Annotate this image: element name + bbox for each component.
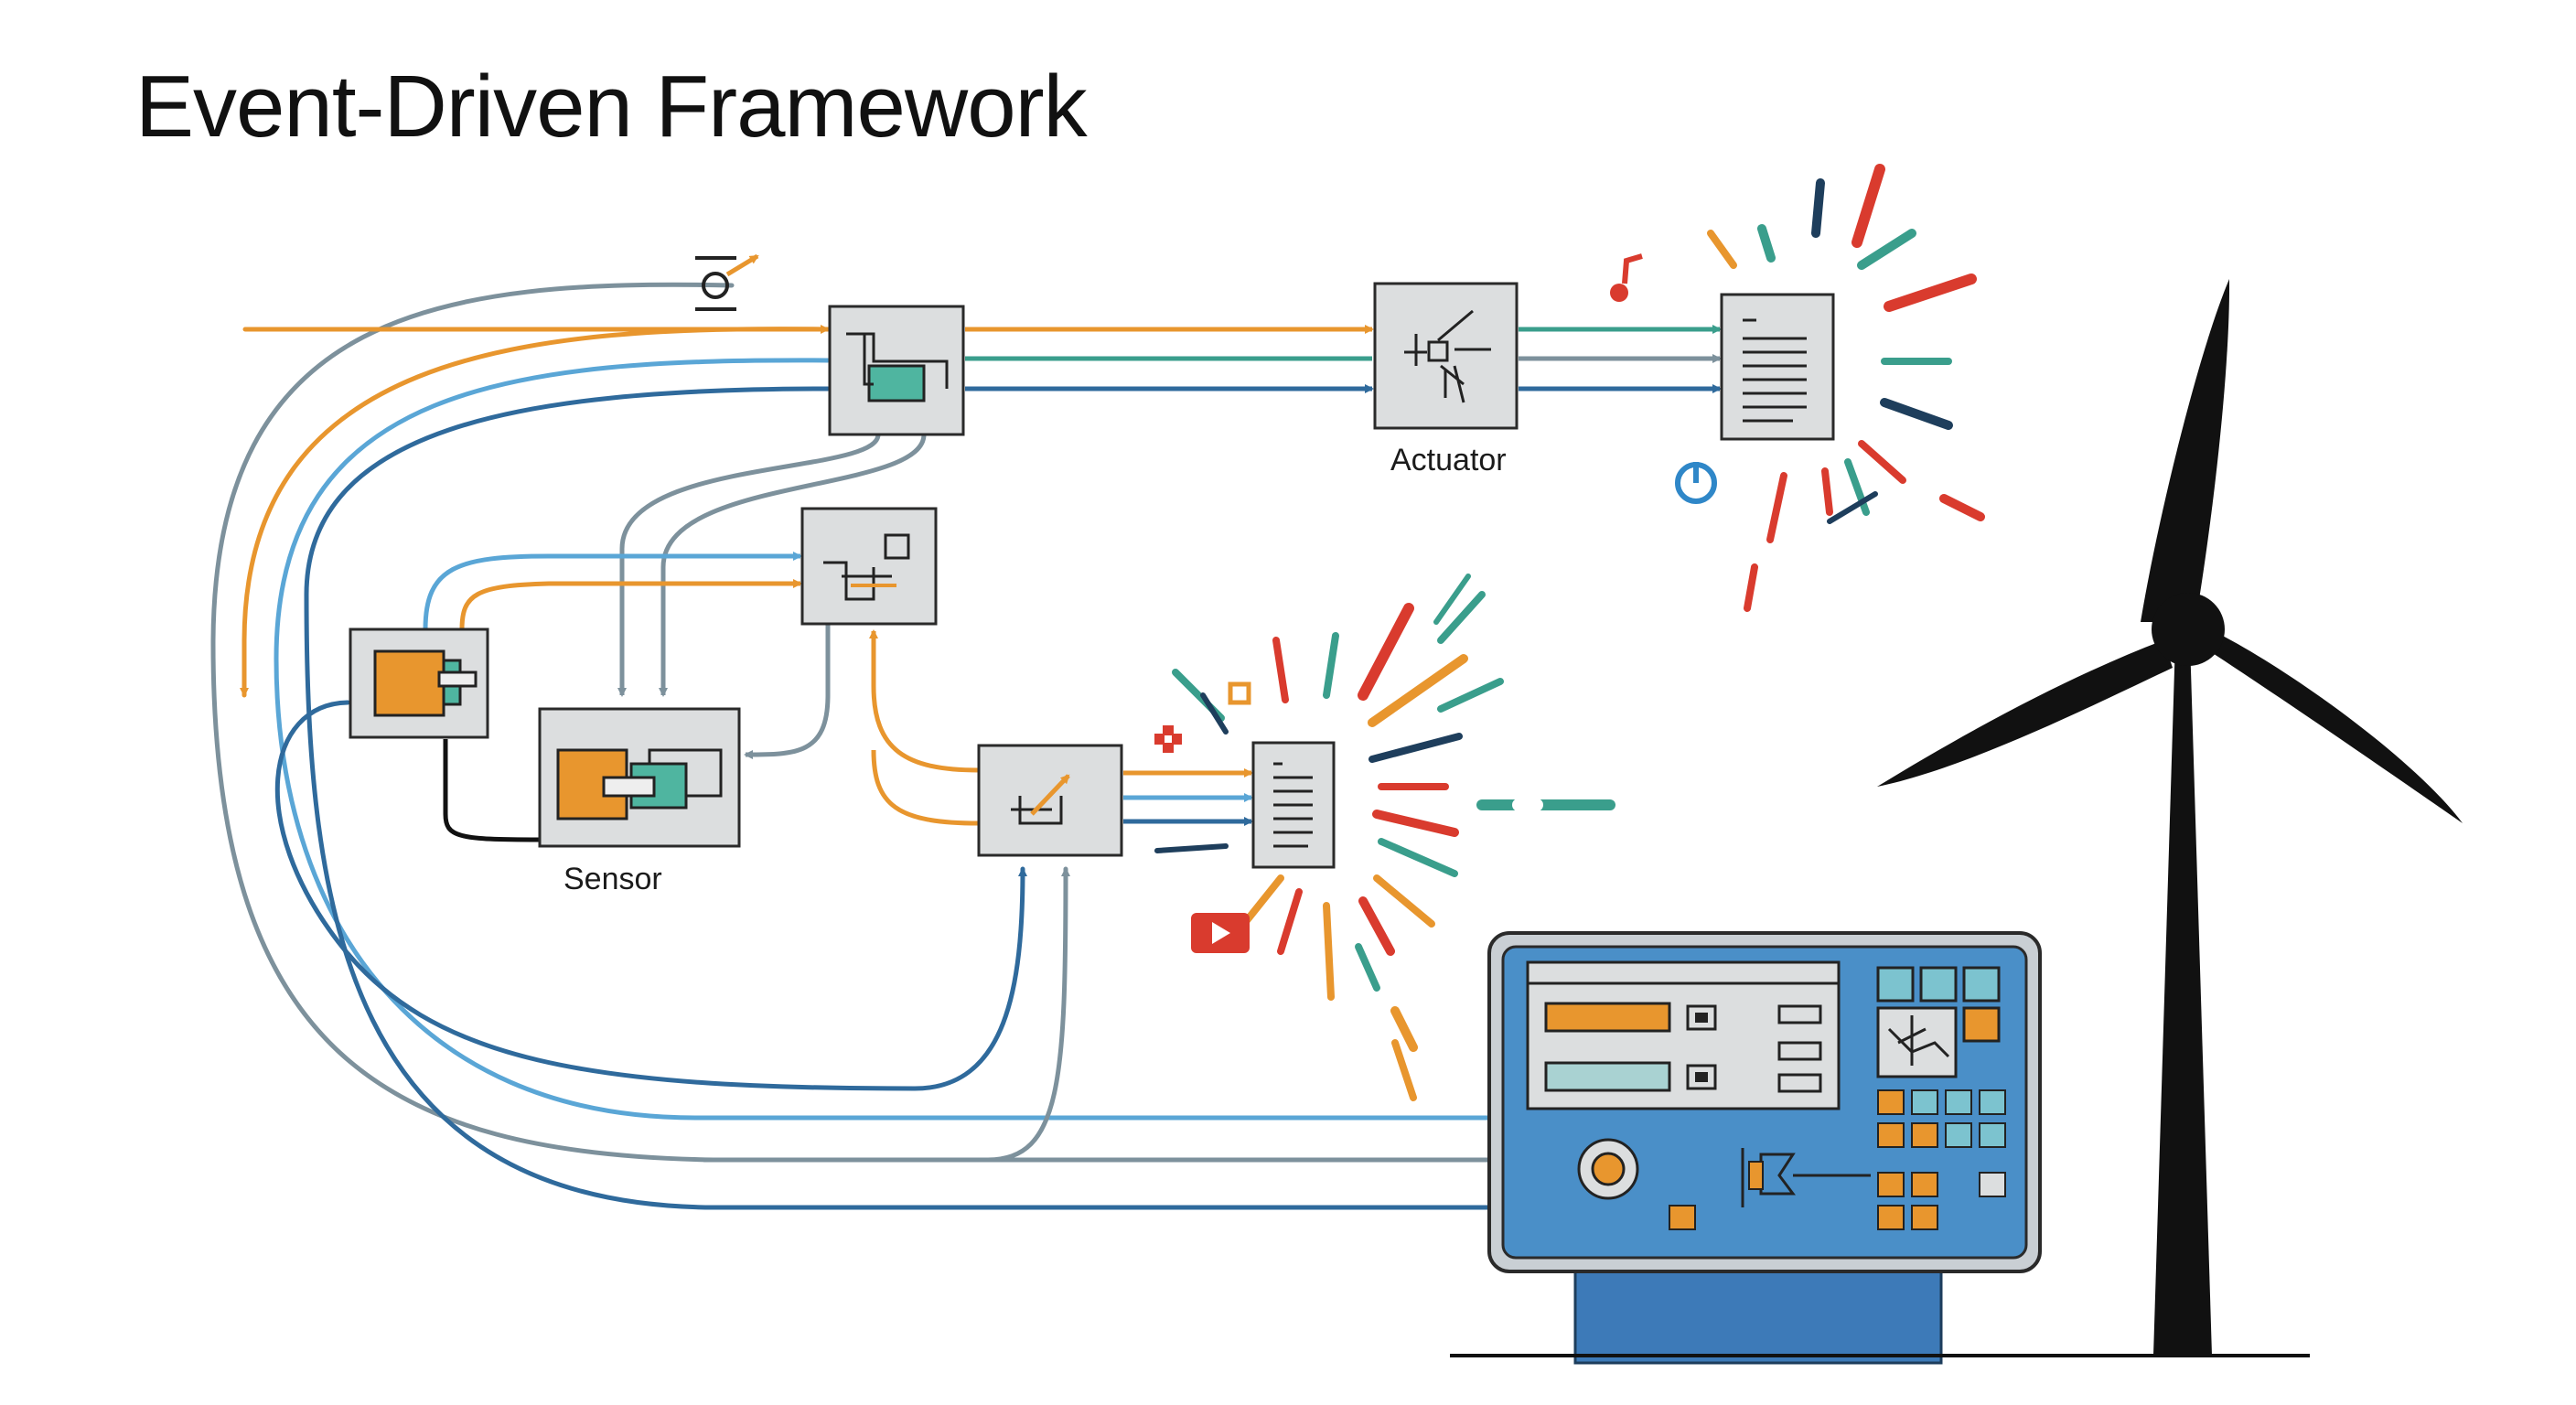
node-actuator xyxy=(1373,282,1519,430)
burst-top xyxy=(1707,164,1985,612)
signal-icon xyxy=(695,253,759,311)
darkblue-loop-line xyxy=(274,700,1027,1091)
node-document-middle xyxy=(1251,741,1336,869)
music-note-icon xyxy=(1610,253,1643,302)
node-middle-small xyxy=(800,507,938,626)
actuator-label: Actuator xyxy=(1390,443,1507,477)
control-panel xyxy=(1450,931,2310,1365)
top-flow-arrows xyxy=(965,325,1722,393)
gray-loop-line xyxy=(702,866,1070,1163)
lightblue-outer-line xyxy=(274,358,1521,1121)
orange-outer-line xyxy=(240,327,831,698)
node-middle-lower xyxy=(977,744,1123,857)
node-sensor xyxy=(538,707,741,848)
page-title: Event-Driven Framework xyxy=(135,58,1088,156)
node-document-top xyxy=(1720,293,1835,441)
darkblue-outer-line xyxy=(304,386,1649,1230)
plus-icon xyxy=(1154,725,1182,753)
sensor-label: Sensor xyxy=(564,862,662,896)
gray-outer-line xyxy=(210,282,1521,1163)
play-icon xyxy=(1191,913,1250,953)
burst-middle xyxy=(1154,574,1615,1101)
power-icon xyxy=(1675,462,1717,504)
node-top-center xyxy=(828,305,965,436)
wind-turbine xyxy=(1877,279,2463,1356)
node-orange-left xyxy=(349,627,489,739)
square-icon xyxy=(1228,681,1251,705)
middle-flow-arrows xyxy=(423,434,1253,842)
